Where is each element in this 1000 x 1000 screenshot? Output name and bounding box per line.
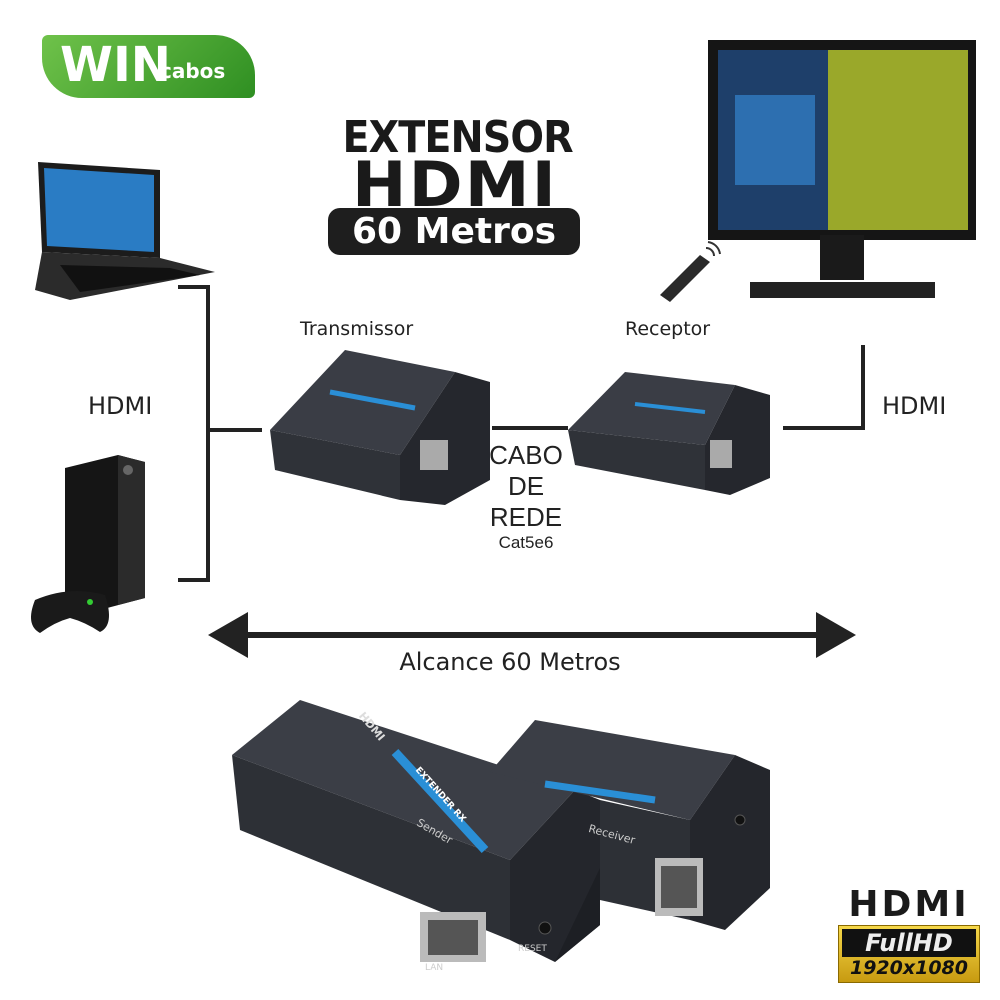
game-console-icon (65, 455, 145, 612)
network-cable-label: CABO DE REDE Cat5e6 (470, 440, 582, 553)
large-sender-device-photo (232, 700, 600, 962)
transmitter-label: Transmissor (300, 318, 414, 340)
large-receiver-device-photo (490, 720, 770, 930)
cable-line2: DE (507, 471, 545, 501)
logo-sub: cabos (160, 59, 226, 83)
range-label: Alcance 60 Metros (399, 648, 621, 676)
remote-control-icon (660, 241, 721, 302)
receiver-label: Receptor (625, 318, 711, 340)
device-reset-label: RESET (518, 944, 547, 954)
cable-type: Cat5e6 (498, 533, 554, 552)
receiver-device (568, 372, 770, 495)
title-badge-60-metros: 60 Metros (328, 208, 580, 255)
device-lan-label: LAN (425, 963, 444, 973)
cable-line3: REDE (489, 502, 563, 532)
hdmi-left-label: HDMI (88, 392, 153, 420)
full-hd-label: FullHD (842, 929, 976, 957)
logo-main: WIN (60, 37, 171, 93)
hdmi-badge-logo: HDMI (848, 884, 970, 925)
hdmi-output-connector-line (783, 345, 865, 430)
hdmi-full-hd-badge: HDMI FullHD 1920x1080 (838, 885, 980, 983)
resolution-label: 1920x1080 (849, 957, 969, 979)
wincabos-logo: WIN cabos (42, 35, 255, 98)
laptop-icon (35, 162, 215, 300)
hdmi-input-connector-lines (178, 285, 262, 582)
title-extensor: EXTENSOR (342, 112, 574, 163)
hdmi-right-label: HDMI (882, 392, 947, 420)
game-controller-icon (31, 591, 109, 633)
monitor-icon (708, 40, 976, 298)
range-double-arrow (208, 612, 856, 658)
transmitter-device (270, 350, 490, 505)
cable-line1: CABO (489, 440, 563, 470)
